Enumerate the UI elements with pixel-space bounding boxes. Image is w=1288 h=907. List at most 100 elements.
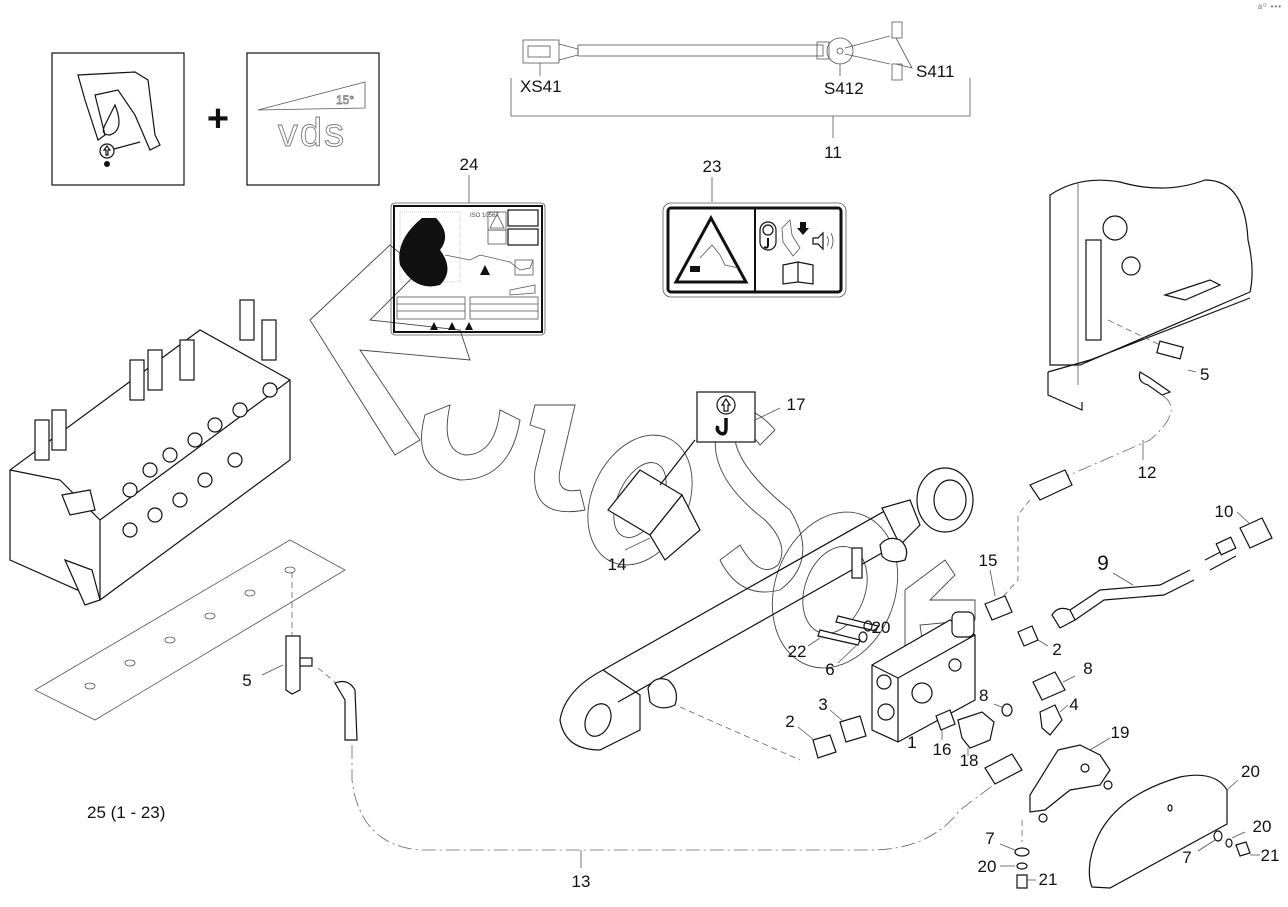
callout-5-left[interactable]: 5 bbox=[242, 671, 251, 690]
port bbox=[197, 472, 213, 488]
sound-waves bbox=[826, 232, 834, 250]
valve-cap bbox=[51, 409, 67, 451]
callout-21-bottom[interactable]: 21 bbox=[1039, 870, 1058, 889]
pipe-9 bbox=[1069, 569, 1195, 621]
washer-7-right bbox=[1213, 830, 1223, 842]
leader-19 bbox=[1226, 779, 1239, 791]
callout-2-lower[interactable]: 2 bbox=[785, 712, 794, 731]
decal-warning bbox=[662, 202, 847, 298]
switch-body bbox=[649, 493, 701, 561]
callout-13[interactable]: 13 bbox=[572, 872, 591, 891]
hose-end-13 bbox=[334, 680, 358, 741]
crush-hazard-icon bbox=[673, 214, 749, 284]
callout-15-upper[interactable]: 15 bbox=[979, 551, 998, 570]
valve-cap bbox=[179, 339, 195, 381]
callout-7-bottom[interactable]: 7 bbox=[985, 829, 994, 848]
callout-11[interactable]: 11 bbox=[824, 143, 842, 162]
callout-23[interactable]: 23 bbox=[703, 157, 722, 176]
callout-24[interactable]: 24 bbox=[460, 155, 479, 174]
bucket-silhouette bbox=[509, 284, 536, 296]
callout-8[interactable]: 8 bbox=[978, 686, 990, 706]
cylinder-bracket bbox=[851, 547, 863, 579]
vds-logo-text: vds bbox=[278, 111, 346, 155]
leader-5-top bbox=[1187, 369, 1197, 373]
callout-20-right[interactable]: 20 bbox=[1253, 817, 1272, 836]
port bbox=[172, 492, 188, 508]
cable bbox=[577, 44, 824, 57]
control-valve-block bbox=[9, 299, 291, 606]
manual-book-icon bbox=[782, 261, 814, 285]
callout-18[interactable]: 19 bbox=[1111, 723, 1130, 742]
hook-icon bbox=[104, 161, 110, 167]
leader-2-lower bbox=[797, 726, 815, 741]
sensor-s412 bbox=[826, 37, 854, 65]
tank-mount-slot bbox=[1162, 279, 1222, 301]
tee-fitting-5 bbox=[285, 635, 301, 695]
callout-17[interactable]: 17 bbox=[787, 395, 806, 414]
valve-1-port bbox=[877, 703, 895, 721]
leader-22 bbox=[807, 637, 821, 647]
callout-12[interactable]: 12 bbox=[1138, 463, 1157, 482]
plate-hole bbox=[84, 682, 96, 690]
valve-cap bbox=[261, 319, 277, 361]
cylinder-rod-eye bbox=[559, 669, 641, 751]
bolt-21-bottom bbox=[1016, 874, 1028, 889]
rod-eye-hole bbox=[584, 703, 612, 737]
washer-7-bottom bbox=[1014, 847, 1030, 857]
decal-23-frame bbox=[666, 206, 843, 294]
hook-lift-icon bbox=[759, 221, 777, 251]
decal-17-frame bbox=[696, 391, 756, 443]
callout-19[interactable]: 20 bbox=[1240, 762, 1261, 782]
decal-24-panel-b bbox=[507, 228, 539, 246]
bracket-11 bbox=[510, 78, 971, 117]
fitting-6 bbox=[1032, 671, 1066, 701]
callout-7-right[interactable]: 7 bbox=[1182, 848, 1191, 867]
connector-transition bbox=[558, 43, 579, 61]
machine-icon-frame bbox=[51, 52, 185, 186]
callout-20-upper[interactable]: 20 bbox=[872, 618, 891, 637]
leader-20-right bbox=[1231, 831, 1246, 839]
callout-3[interactable]: 3 bbox=[818, 695, 827, 714]
watermark-letter-a bbox=[309, 244, 471, 456]
callout-1[interactable]: 1 bbox=[907, 733, 916, 752]
bracket-18 bbox=[1029, 744, 1111, 813]
callout-15-lower[interactable]: 16 bbox=[933, 740, 952, 759]
vds-angle-wedge bbox=[257, 81, 366, 111]
callout-7-upper[interactable]: 6 bbox=[825, 660, 834, 679]
connector-xs41-inner bbox=[527, 45, 551, 58]
washer-20-bottom bbox=[1016, 862, 1028, 870]
callout-20-bottom[interactable]: 20 bbox=[978, 857, 997, 876]
valve-cap bbox=[239, 299, 255, 341]
leader-6 bbox=[1062, 675, 1076, 683]
callout-14[interactable]: 14 bbox=[608, 555, 627, 574]
decal-24-frame bbox=[393, 205, 543, 333]
plate-hole bbox=[124, 659, 136, 667]
callout-6[interactable]: 8 bbox=[1083, 659, 1092, 678]
sensor-s412-center bbox=[836, 47, 844, 55]
valve-1-cartridge bbox=[951, 611, 975, 638]
callout-16[interactable]: 18 bbox=[960, 751, 979, 770]
fitting-3 bbox=[839, 715, 867, 743]
callout-22[interactable]: 22 bbox=[788, 642, 807, 661]
callout-4[interactable]: 4 bbox=[1069, 695, 1078, 714]
view-options-toolbar[interactable]: a⁰ ••• bbox=[1257, 2, 1282, 11]
decal-24-iso-label: ISO 10567 bbox=[470, 213, 499, 219]
plate-hole bbox=[284, 566, 296, 574]
tee-fitting-5-top bbox=[1156, 340, 1184, 360]
washer-7 bbox=[858, 631, 868, 643]
port bbox=[187, 432, 203, 448]
callout-10[interactable]: 10 bbox=[1215, 502, 1234, 521]
cylinder-mount-eye bbox=[916, 467, 974, 533]
callout-9[interactable]: 9 bbox=[1097, 552, 1109, 575]
fitting-2-lower bbox=[812, 734, 837, 759]
callout-21-right[interactable]: 21 bbox=[1261, 846, 1280, 865]
hose-elbow-12 bbox=[1138, 371, 1172, 396]
switch-press-icon bbox=[781, 219, 801, 257]
cylinder-port-lower bbox=[647, 678, 678, 709]
callout-2-upper[interactable]: 2 bbox=[1052, 640, 1061, 659]
label-s412: S412 bbox=[824, 79, 864, 98]
callout-5-top[interactable]: 5 bbox=[1200, 365, 1209, 384]
wiring-harness bbox=[510, 21, 971, 138]
excavator-arm-icon bbox=[77, 71, 161, 151]
leader-7-bottom bbox=[999, 843, 1016, 851]
